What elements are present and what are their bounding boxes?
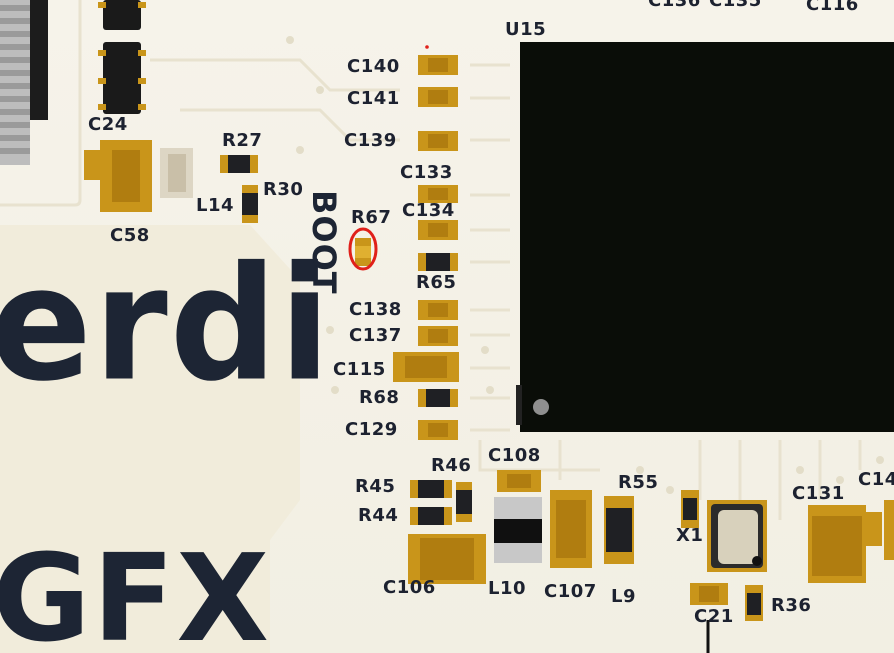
label-x1[interactable]: X1	[676, 525, 704, 546]
label-c138[interactable]: C138	[349, 299, 402, 320]
label-c24[interactable]: C24	[88, 114, 128, 135]
label-c108[interactable]: C108	[488, 445, 541, 466]
boot-label: BOOT	[305, 190, 343, 295]
label-c129[interactable]: C129	[345, 419, 398, 440]
label-c21[interactable]: C21	[694, 606, 734, 627]
label-c116[interactable]: C116	[806, 0, 859, 15]
label-u15[interactable]: U15	[505, 19, 547, 40]
label-l14[interactable]: L14	[196, 195, 235, 216]
label-c141[interactable]: C141	[347, 88, 400, 109]
label-r68[interactable]: R68	[359, 387, 400, 408]
label-l10[interactable]: L10	[488, 578, 527, 599]
label-c140[interactable]: C140	[347, 56, 400, 77]
label-c58[interactable]: C58	[110, 225, 150, 246]
label-r27[interactable]: R27	[222, 130, 263, 151]
label-r45[interactable]: R45	[355, 476, 396, 497]
label-r67[interactable]: R67	[351, 207, 392, 228]
silk-logo-erdi: erdi	[0, 233, 333, 417]
label-r44[interactable]: R44	[358, 505, 399, 526]
label-c139[interactable]: C139	[344, 130, 397, 151]
label-c134[interactable]: C134	[402, 200, 455, 221]
label-c14[interactable]: C14	[858, 469, 894, 490]
label-r55[interactable]: R55	[618, 472, 659, 493]
label-r65[interactable]: R65	[416, 272, 457, 293]
label-c106[interactable]: C106	[383, 577, 436, 598]
label-c131[interactable]: C131	[792, 483, 845, 504]
label-c136[interactable]: C136	[648, 0, 701, 11]
label-c115[interactable]: C115	[333, 359, 386, 380]
label-r46[interactable]: R46	[431, 455, 472, 476]
label-c133[interactable]: C133	[400, 162, 453, 183]
label-r30[interactable]: R30	[263, 179, 304, 200]
label-r36[interactable]: R36	[771, 595, 812, 616]
silk-logo-gfx: GFX	[0, 530, 271, 653]
label-c107[interactable]: C107	[544, 581, 597, 602]
u15-chip-body	[520, 42, 894, 432]
label-l9[interactable]: L9	[611, 586, 636, 607]
label-c137[interactable]: C137	[349, 325, 402, 346]
label-c135[interactable]: C135	[709, 0, 762, 11]
